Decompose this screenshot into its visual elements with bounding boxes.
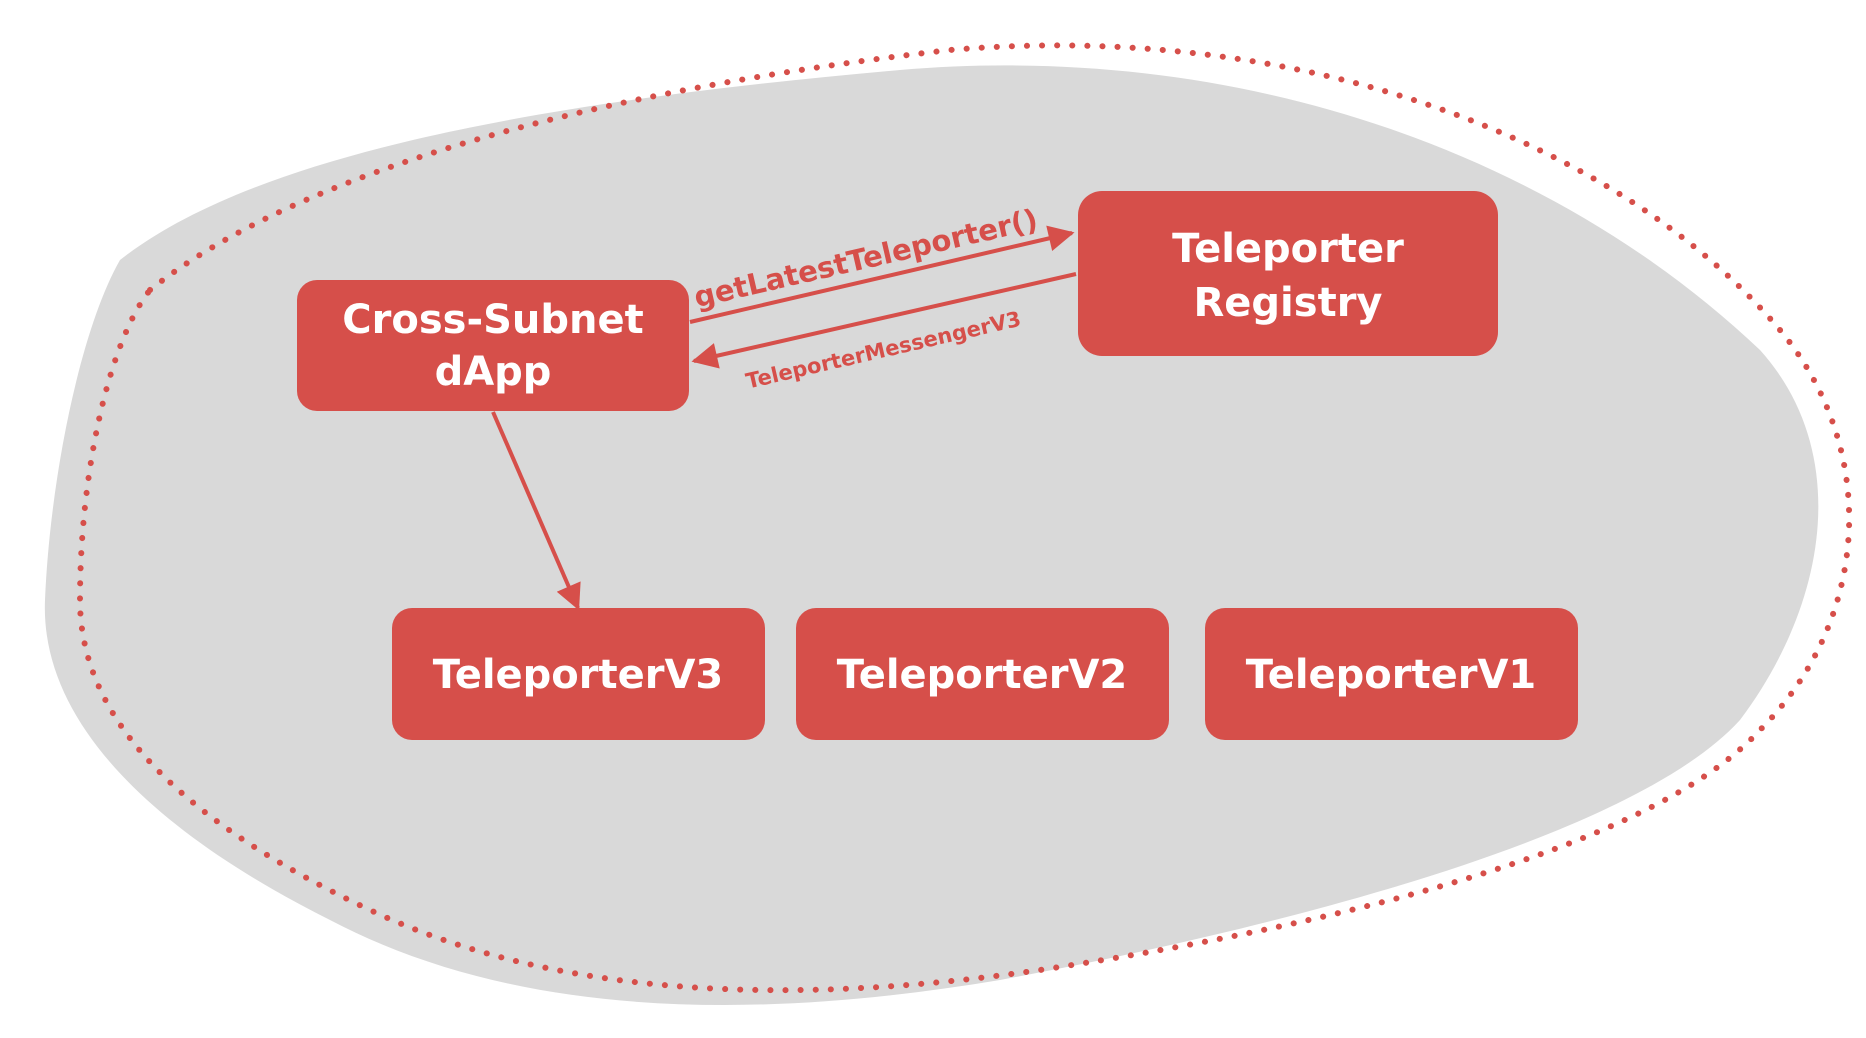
subnet-region-border: [76, 42, 1853, 994]
node-teleporter-v3-label: TeleporterV3: [433, 652, 724, 698]
node-cross-subnet-dapp-label-line1: Cross-Subnet: [342, 297, 643, 343]
node-teleporter-v2-box: [796, 608, 1169, 740]
node-teleporter-registry-box: [1078, 191, 1498, 356]
node-teleporter-v2: TeleporterV2: [796, 608, 1169, 740]
node-teleporter-registry-label-line1: Teleporter: [1172, 226, 1404, 272]
node-teleporter-registry: Teleporter Registry: [1078, 191, 1498, 356]
edge-dapp-to-teleporter-v3: [491, 411, 581, 611]
node-cross-subnet-dapp-label-line2: dApp: [435, 349, 552, 395]
node-teleporter-v1: TeleporterV1: [1205, 608, 1578, 740]
node-cross-subnet-dapp: Cross-Subnet dApp: [297, 280, 689, 411]
node-cross-subnet-dapp-box: [297, 280, 689, 411]
node-teleporter-registry-label-line2: Registry: [1193, 280, 1382, 326]
edge-registry-to-dapp: [691, 272, 1077, 369]
node-teleporter-v1-label: TeleporterV1: [1246, 652, 1537, 698]
subnet-region: [44, 65, 1819, 1005]
node-teleporter-v3-box: [392, 608, 765, 740]
node-teleporter-v1-box: [1205, 608, 1578, 740]
edge-dapp-to-registry: [689, 225, 1075, 324]
node-teleporter-v2-label: TeleporterV2: [837, 652, 1128, 698]
node-teleporter-v3: TeleporterV3: [392, 608, 765, 740]
